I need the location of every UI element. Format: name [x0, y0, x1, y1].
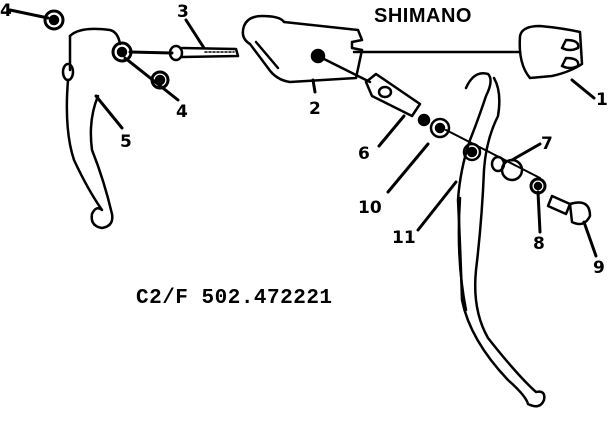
callout-3: 3: [177, 2, 189, 22]
washer-10: [386, 117, 451, 194]
callout-1: 1: [596, 90, 608, 110]
washer-4a: [8, 8, 65, 31]
right-brake-lever-11: [416, 72, 546, 408]
callout-2: 2: [309, 99, 321, 119]
callout-4a: 4: [0, 1, 12, 21]
callout-6: 6: [358, 144, 370, 164]
bolt-3: [128, 18, 240, 62]
screw-9: [546, 194, 598, 258]
callout-8: 8: [533, 234, 545, 254]
callout-10: 10: [358, 198, 382, 218]
bolt-head: [111, 41, 133, 63]
callout-7: 7: [541, 134, 553, 154]
callout-9: 9: [593, 258, 605, 278]
part-number: C2/F 502.472221: [136, 287, 333, 310]
band-clamp-1: [518, 24, 596, 100]
left-brake-lever: [61, 27, 122, 230]
barrel-6: [364, 72, 431, 148]
washer-8: [529, 177, 547, 234]
callout-5: 5: [120, 132, 132, 152]
nut-7: [490, 142, 542, 182]
callout-4b: 4: [176, 102, 188, 122]
washer-4b: [123, 56, 180, 102]
callout-11: 11: [392, 228, 416, 248]
lever-body-2: [241, 14, 364, 94]
brand-name: SHIMANO: [374, 5, 472, 27]
